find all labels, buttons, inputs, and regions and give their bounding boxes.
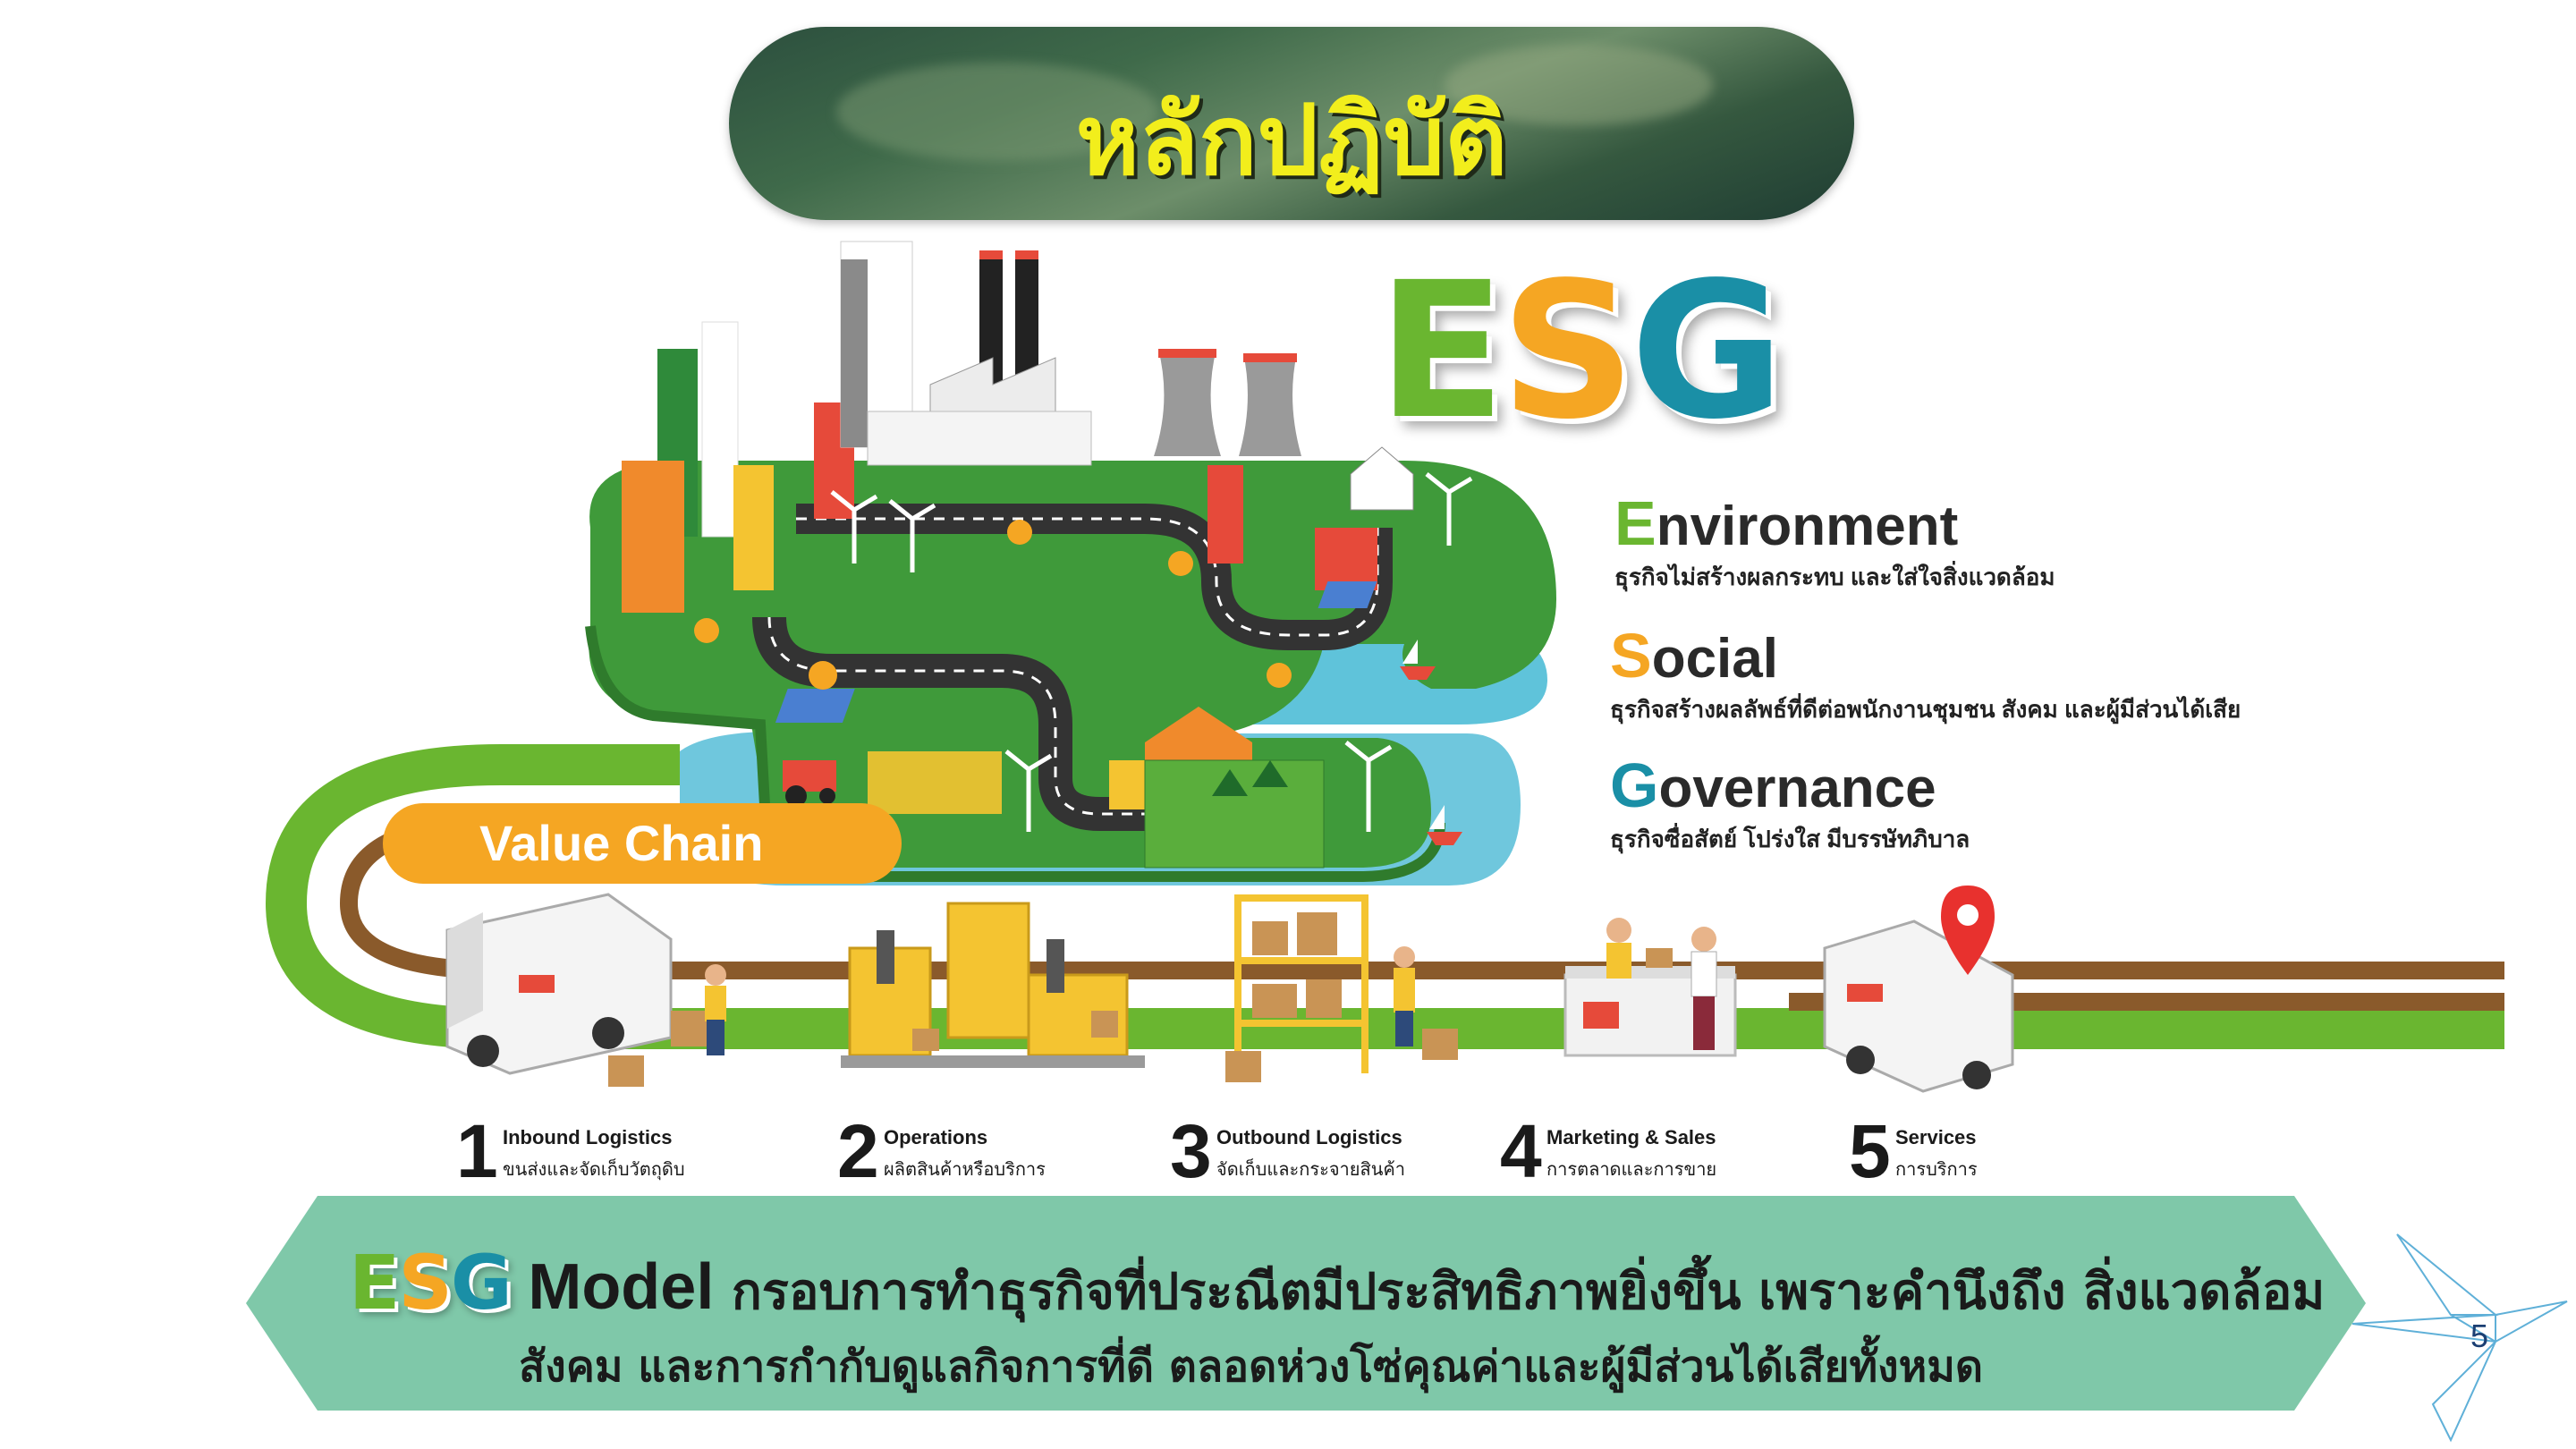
pillar-initial: S [1610,621,1652,691]
step-subtitle: ผลิตสินค้าหรือบริการ [884,1158,1046,1180]
sales-counter-icon [1563,918,1737,1057]
step-title: Inbound Logistics [503,1126,673,1148]
esg-logo: ESG [1377,242,1784,461]
step-subtitle: การตลาดและการขาย [1546,1158,1717,1180]
value-chain-illustrations [445,886,2014,1093]
step-title: Operations [884,1126,988,1148]
step-subtitle: ขนส่งและจัดเก็บวัตถุดิบ [503,1158,685,1180]
factory-city-illustration [585,241,1557,886]
step-title: Marketing & Sales [1546,1126,1716,1148]
pillar-initial: E [1614,488,1657,558]
location-pin-icon [1941,886,1995,975]
step-title: Services [1895,1126,1977,1148]
pillar-governance: Governance ธุรกิจซื่อสัตย์ โปร่งใส มีบรร… [1610,750,1970,858]
esg-model-text-line2: สังคม และการกำกับดูแลกิจการที่ดี ตลอดห่ว… [519,1342,1984,1392]
step-number: 5 [1849,1109,1891,1193]
step-subtitle: จัดเก็บและกระจายสินค้า [1216,1158,1405,1180]
pillar-description: ธุรกิจซื่อสัตย์ โปร่งใส มีบรรษัทภิบาล [1610,826,1970,852]
page-title: หลักปฏิบัติ [1075,85,1508,197]
origami-bird-icon [2351,1233,2568,1443]
model-word: Model [528,1251,715,1323]
pillar-environment: Environment ธุรกิจไม่สร้างผลกระทบ และใส่… [1614,487,2055,596]
factory-workers-icon [841,902,1145,1068]
esg-logo-s: S [1500,242,1635,461]
esg-model-text-line1: ESG Model กรอบการทำธุรกิจที่ประณีตมีประส… [349,1239,2325,1331]
step-number: 1 [456,1109,498,1193]
page-number: 5 [2470,1318,2489,1354]
pillar-description: ธุรกิจสร้างผลลัพธ์ที่ดีต่อพนักงานชุมชน ส… [1610,696,2241,723]
step-number: 3 [1170,1109,1212,1193]
title-banner: หลักปฏิบัติ [729,27,1854,220]
model-description-1: กรอบการทำธุรกิจที่ประณีตมีประสิทธิภาพยิ่… [731,1263,2326,1321]
step-title: Outbound Logistics [1216,1126,1402,1148]
esg-model-logo: ESG [349,1239,513,1326]
pillar-social: Social ธุรกิจสร้างผลลัพธ์ที่ดีต่อพนักงาน… [1610,620,2241,728]
warehouse-shelf-icon [1225,894,1458,1082]
step-number: 4 [1500,1109,1542,1193]
esg-model-banner [246,1196,2366,1411]
esg-logo-e: E [1377,242,1505,461]
value-chain-label: Value Chain [383,803,902,884]
pillar-initial: G [1610,750,1659,820]
step-number: 2 [837,1109,879,1193]
delivery-truck-icon [445,893,726,1087]
pillar-title: overnance [1658,758,1936,819]
step-subtitle: การบริการ [1895,1158,1978,1180]
esg-logo-g: G [1630,242,1784,461]
pillar-description: ธุรกิจไม่สร้างผลกระทบ และใส่ใจสิ่งแวดล้อ… [1614,564,2055,590]
pillar-title: ocial [1651,628,1778,690]
pillar-title: nvironment [1656,496,1959,557]
